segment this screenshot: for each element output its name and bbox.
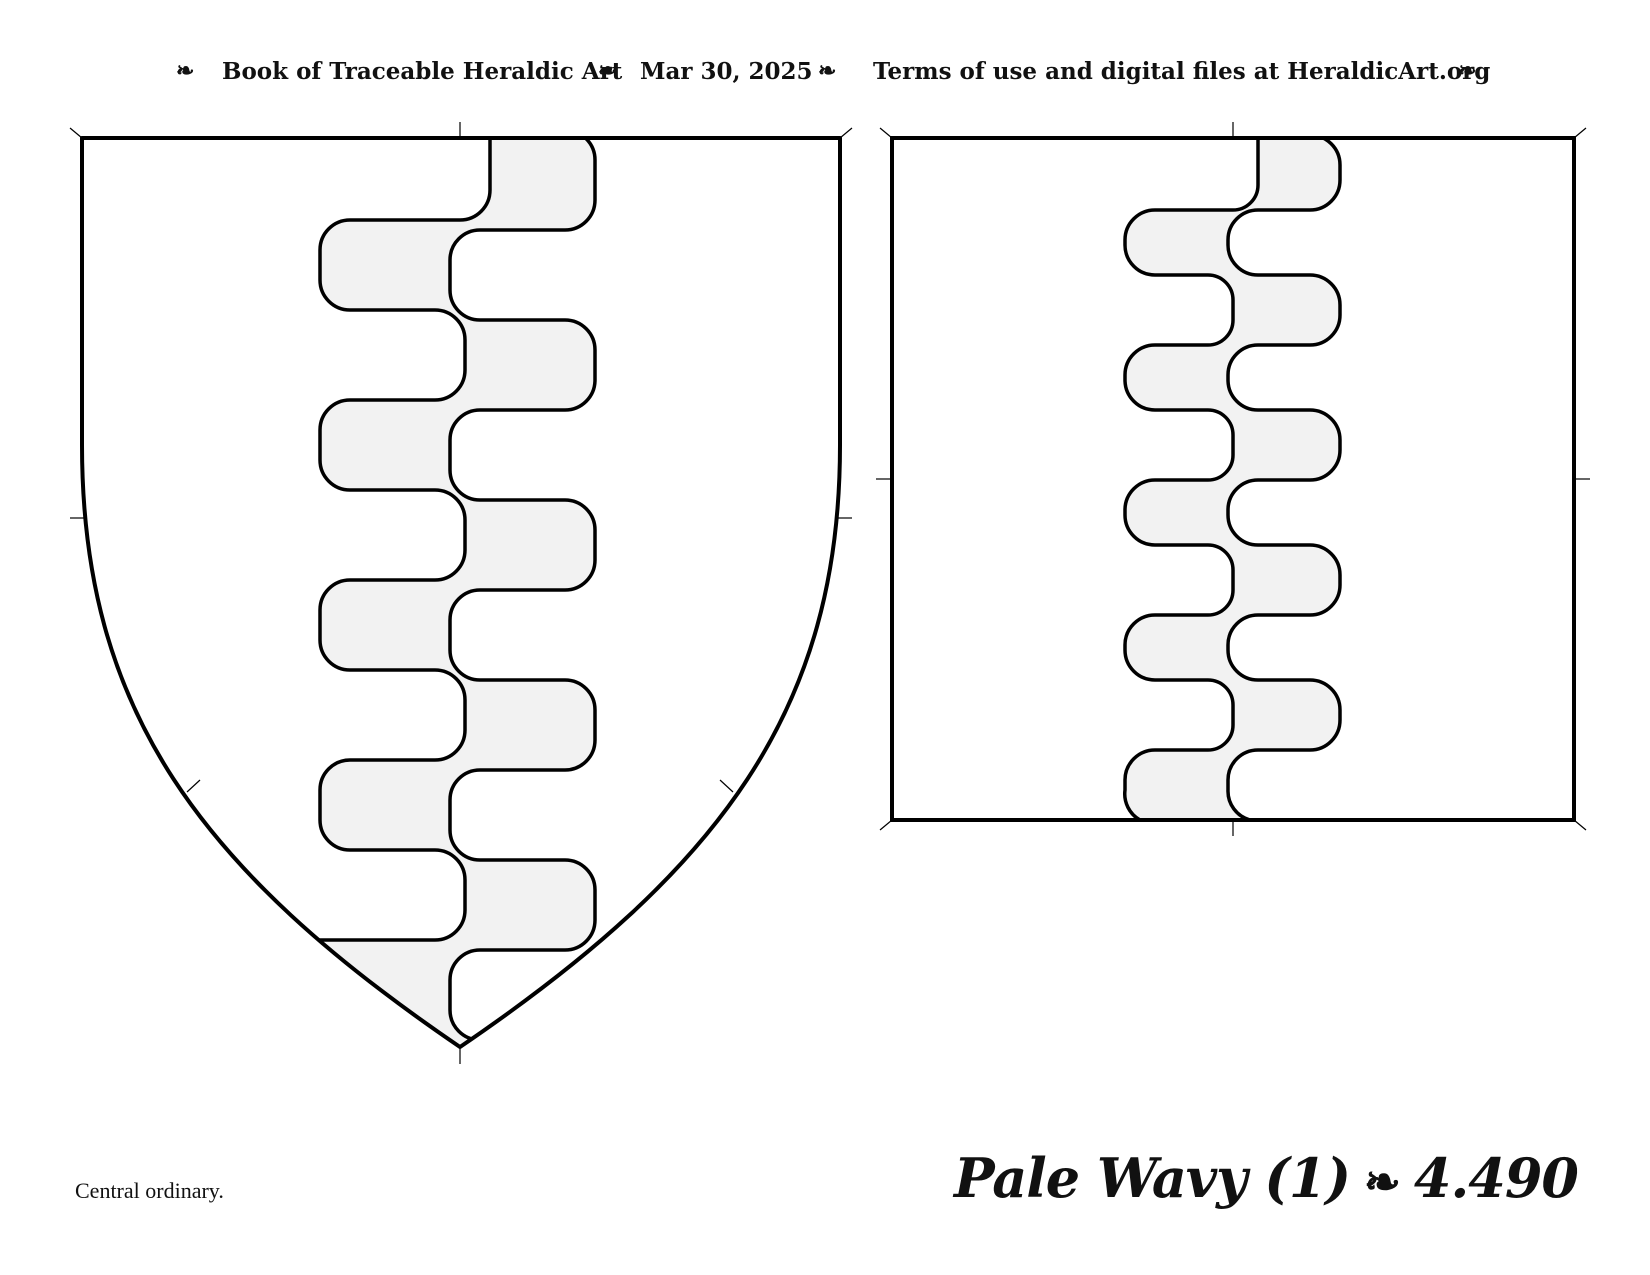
header-date: Mar 30, 2025 xyxy=(640,58,813,85)
pale-wavy-square xyxy=(1123,138,1342,820)
pale-wavy-shield xyxy=(198,138,597,1047)
square-plate xyxy=(876,122,1590,836)
shield-outline xyxy=(80,136,842,1049)
fleuron-icon: ❧ xyxy=(1458,58,1477,84)
book-title: Book of Traceable Heraldic Art xyxy=(222,58,623,85)
square-tick-marks xyxy=(876,122,1590,836)
terms-of-use: Terms of use and digital files at Herald… xyxy=(873,58,1491,85)
shield-plate xyxy=(69,122,853,1064)
fleuron-icon: ❧ xyxy=(818,58,837,84)
fleuron-icon: ❧ xyxy=(176,58,195,84)
plate-number: 4.490 xyxy=(1413,1146,1579,1210)
plate-name: Pale Wavy (1) xyxy=(954,1146,1351,1210)
header-line: ❧ Book of Traceable Heraldic Art ❧ Mar 3… xyxy=(0,58,1650,98)
plate-title: Pale Wavy (1) ❧4.490 xyxy=(954,1146,1579,1210)
shield-tick-marks xyxy=(69,122,853,1064)
fleuron-icon: ❧ xyxy=(1364,1157,1401,1208)
plate-caption: Central ordinary. xyxy=(75,1178,224,1203)
fleuron-icon: ❧ xyxy=(598,58,617,84)
